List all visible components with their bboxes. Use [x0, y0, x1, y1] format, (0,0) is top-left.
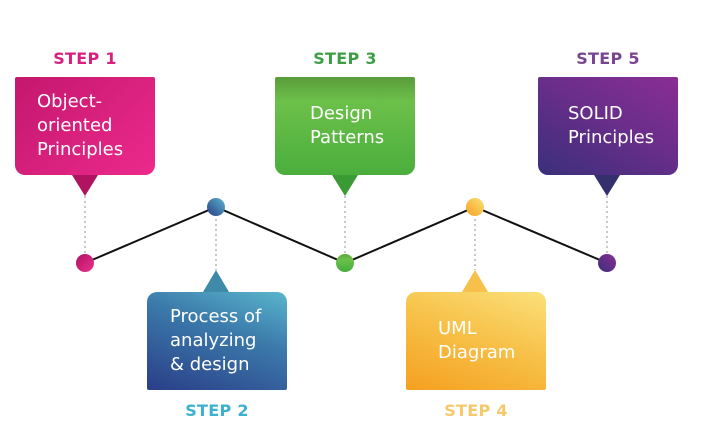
node-step-5	[598, 254, 616, 272]
pointer-step-5	[594, 175, 620, 196]
pointer-step-1	[72, 175, 98, 196]
step-3-box: Design Patterns	[275, 77, 415, 175]
step-1-label: STEP 1	[53, 49, 117, 68]
node-step-2	[207, 198, 225, 216]
pointer-step-2	[203, 270, 229, 292]
node-step-3	[336, 254, 354, 272]
step-1-text: Object- oriented Principles	[37, 91, 124, 160]
step-3-label: STEP 3	[313, 49, 377, 68]
node-step-1	[76, 254, 94, 272]
pointer-step-3	[332, 175, 358, 196]
step-5-text: SOLID Principles	[568, 103, 655, 148]
step-4-text: UML Diagram	[438, 318, 516, 363]
step-5-label: STEP 5	[576, 49, 640, 68]
step-4-box: UML Diagram	[406, 292, 546, 390]
step-2-box: Process of analyzing & design	[147, 292, 287, 390]
step-4-label: STEP 4	[444, 401, 508, 420]
node-step-4	[466, 198, 484, 216]
step-5-box: SOLID Principles	[538, 77, 678, 175]
step-2-label: STEP 2	[185, 401, 249, 420]
step-2-text: Process of analyzing & design	[170, 306, 262, 375]
step-3-text: Design Patterns	[310, 103, 385, 148]
pointer-step-4	[462, 270, 488, 292]
step-1-box: Object- oriented Principles	[15, 77, 155, 175]
